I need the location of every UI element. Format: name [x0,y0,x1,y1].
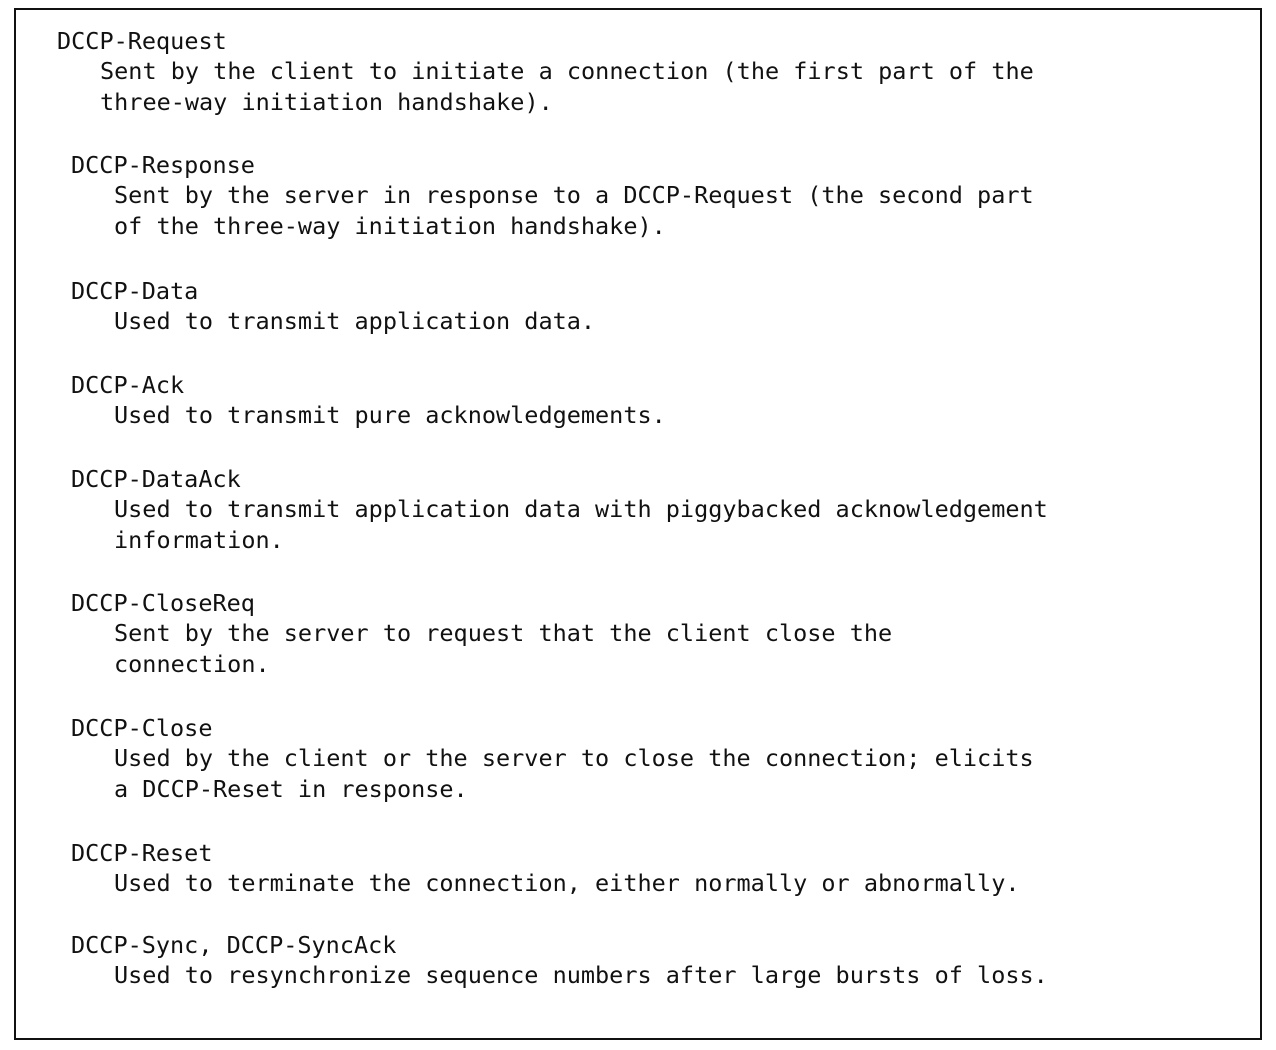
entry-description-line: Used to transmit pure acknowledgements. [114,401,666,429]
entry-dccp-close: DCCP-Close Used by the client or the ser… [71,713,1034,805]
entry-description-line: Used to transmit application data with p… [114,495,1048,523]
entry-dccp-ack: DCCP-Ack Used to transmit pure acknowled… [71,370,666,431]
entry-term: DCCP-Reset [71,839,213,867]
entry-dccp-closereq: DCCP-CloseReq Sent by the server to requ… [71,588,892,680]
entry-term: DCCP-Data [71,277,199,305]
entry-description-line: Sent by the server in response to a DCCP… [114,181,1034,209]
entry-term: DCCP-Response [71,151,255,179]
entry-dccp-data: DCCP-Data Used to transmit application d… [71,276,595,337]
entry-dccp-reset: DCCP-Reset Used to terminate the connect… [71,838,1019,899]
entry-term: DCCP-Ack [71,371,185,399]
document-frame: DCCP-Request Sent by the client to initi… [14,8,1262,1040]
entry-description-line: Used by the client or the server to clos… [114,744,1034,772]
entry-term: DCCP-Close [71,714,213,742]
entry-dccp-request: DCCP-Request Sent by the client to initi… [57,26,1034,118]
entry-description-line: a DCCP-Reset in response. [114,775,468,803]
entry-description-line: Sent by the server to request that the c… [114,619,893,647]
entry-description-line: information. [114,526,284,554]
entry-term: DCCP-DataAck [71,465,241,493]
entry-term: DCCP-Request [57,27,227,55]
entry-term: DCCP-CloseReq [71,589,255,617]
entry-dccp-response: DCCP-Response Sent by the server in resp… [71,150,1034,242]
entry-description-line: three-way initiation handshake). [100,88,553,116]
entry-dccp-dataack: DCCP-DataAck Used to transmit applicatio… [71,464,1048,556]
entry-term: DCCP-Sync, DCCP-SyncAck [71,931,397,959]
entry-description-line: connection. [114,650,270,678]
entry-description-line: Used to terminate the connection, either… [114,869,1020,897]
entry-description-line: Sent by the client to initiate a connect… [100,57,1034,85]
entry-description-line: Used to resynchronize sequence numbers a… [114,961,1048,989]
entry-description-line: Used to transmit application data. [114,307,596,335]
entry-description-line: of the three-way initiation handshake). [114,212,666,240]
entry-dccp-sync: DCCP-Sync, DCCP-SyncAck Used to resynchr… [71,930,1048,991]
